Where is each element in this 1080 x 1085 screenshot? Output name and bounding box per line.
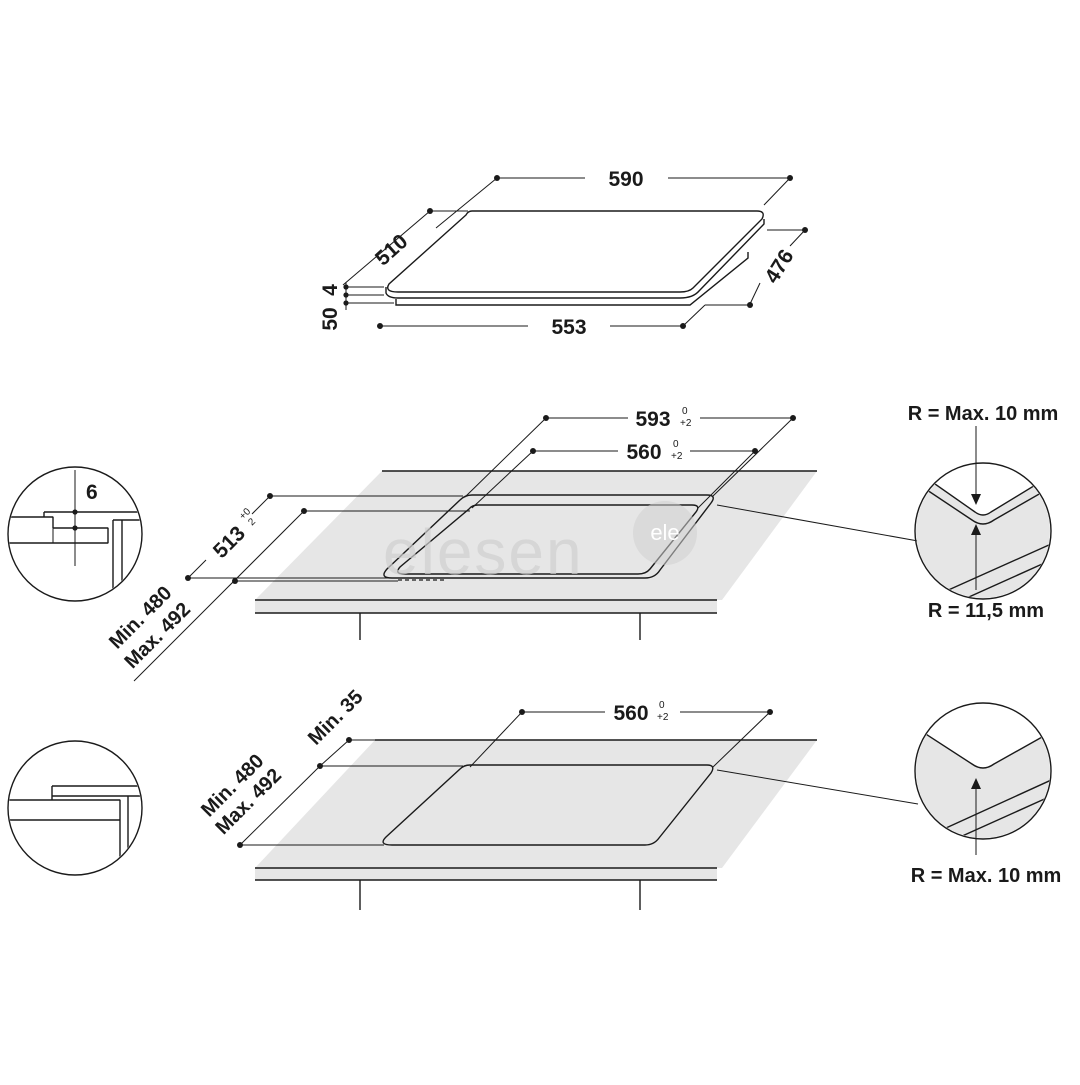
svg-text:+2: +2 xyxy=(671,451,683,462)
base-depth-label: 476 xyxy=(760,246,798,288)
svg-text:elesen: elesen xyxy=(383,516,584,588)
svg-text:0: 0 xyxy=(682,406,688,417)
recess-depth-label: 6 xyxy=(86,481,98,504)
svg-text:2: 2 xyxy=(246,516,258,528)
dim-base-width: 553 xyxy=(377,304,706,339)
dim-base-depth: 476 xyxy=(705,227,808,308)
detail-standard-radius: R = Max. 10 mm xyxy=(716,702,1062,887)
detail-corner-radii: R = Max. 10 mm R = 11,5 mm xyxy=(716,403,1059,622)
svg-text:ele: ele xyxy=(650,520,679,545)
cutout-hole xyxy=(397,504,699,575)
dim-hob-width: 590 xyxy=(435,168,793,229)
outer-depth-label: 513 xyxy=(209,522,250,563)
dim-inner-width: 560 0 +2 xyxy=(471,439,758,509)
worktop-standard xyxy=(255,739,817,910)
inner-radius-label: R = 11,5 mm xyxy=(928,600,1044,622)
cutout-standard-hole xyxy=(382,764,714,846)
body-height-label: 50 xyxy=(319,307,342,330)
hob-drawing xyxy=(385,210,765,306)
cutout-rebate xyxy=(383,494,714,579)
dim-standard-width: 560 0 +2 xyxy=(469,700,773,768)
watermark: elesen ele xyxy=(383,501,697,588)
standard-width-label: 560 xyxy=(613,702,648,725)
outer-radius-label: R = Max. 10 mm xyxy=(908,403,1059,425)
detail-recess: 6 xyxy=(7,466,143,602)
svg-text:0: 0 xyxy=(659,700,665,711)
hob-glass-top xyxy=(386,210,764,293)
svg-text:+2: +2 xyxy=(680,418,692,429)
dim-hob-heights: 4 50 xyxy=(319,282,394,331)
svg-text:0: 0 xyxy=(673,439,679,450)
svg-text:+2: +2 xyxy=(657,712,669,723)
glass-thickness-label: 4 xyxy=(319,284,342,296)
hob-width-label: 590 xyxy=(608,168,643,191)
dim-hob-depth: 510 xyxy=(342,208,468,286)
outer-width-label: 593 xyxy=(635,408,670,431)
base-width-label: 553 xyxy=(551,316,586,339)
standard-radius-label: R = Max. 10 mm xyxy=(911,865,1062,887)
hob-body xyxy=(395,252,749,306)
dim-outer-width: 593 0 +2 xyxy=(464,406,796,498)
inner-width-label: 560 xyxy=(626,441,661,464)
hob-glass-edge xyxy=(385,219,765,299)
detail-surface-mount xyxy=(7,740,143,876)
hob-depth-label: 510 xyxy=(371,230,412,271)
